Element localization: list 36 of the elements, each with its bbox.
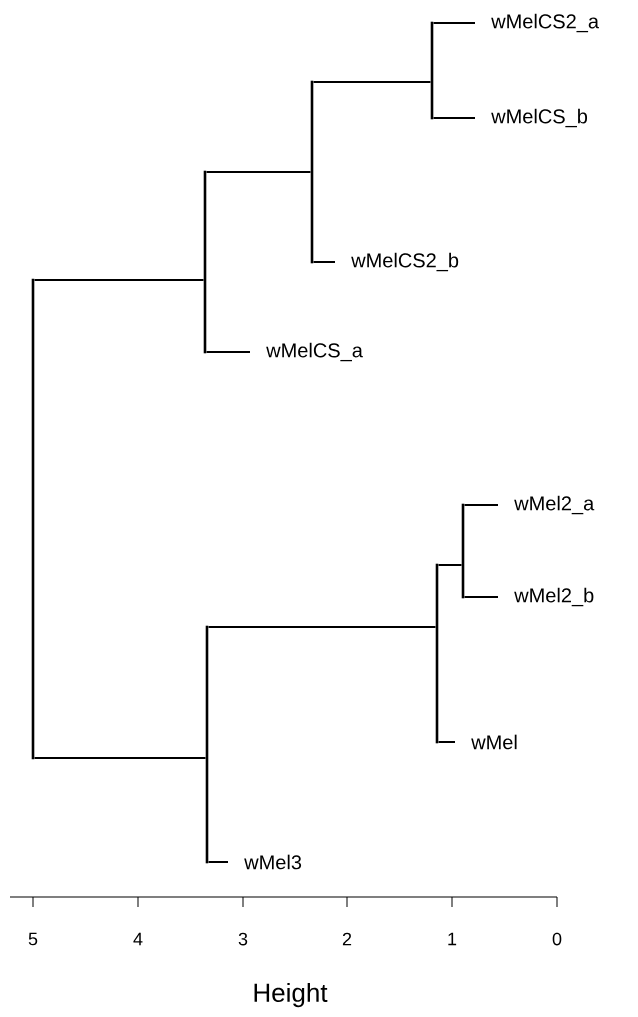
branch-line <box>437 564 463 566</box>
branch-bar <box>310 80 314 264</box>
tick-label: 5 <box>28 932 38 946</box>
branch-line <box>437 741 456 743</box>
branch-bar <box>430 21 434 120</box>
branch-line <box>207 861 229 863</box>
branch-line <box>432 22 476 24</box>
branch-line <box>312 261 336 263</box>
tick-label: 4 <box>133 932 143 946</box>
branch-line <box>205 351 251 353</box>
leaf-label: wMelCS_a <box>266 342 363 362</box>
leaf-label: wMelCS_b <box>491 108 588 128</box>
leaf-label: wMel3 <box>244 854 302 870</box>
branch-line <box>33 757 207 759</box>
branch-bar <box>435 563 439 744</box>
branch-line <box>432 117 476 119</box>
leaf-label: wMel2_b <box>514 587 594 607</box>
leaf-label: wMelCS2_b <box>351 252 459 272</box>
branch-bar <box>205 625 209 864</box>
branch-line <box>33 279 205 281</box>
leaf-label: wMel2_a <box>514 495 595 515</box>
tick-label: 3 <box>238 932 248 946</box>
tick-label: 0 <box>552 932 562 946</box>
branch-line <box>312 81 432 83</box>
branch-line <box>463 596 499 598</box>
branch-bar <box>31 278 35 760</box>
axis-title: Height <box>254 982 328 1008</box>
tick-label: 2 <box>342 932 352 946</box>
branch-line <box>207 626 437 628</box>
tick-label: 1 <box>448 932 457 946</box>
leaf-label: wMel <box>471 734 517 750</box>
branch-bar <box>203 170 207 354</box>
branch-bar <box>461 503 465 599</box>
branch-line <box>205 171 312 173</box>
branch-line <box>463 504 499 506</box>
leaf-label: wMelCS2_a <box>491 13 599 33</box>
